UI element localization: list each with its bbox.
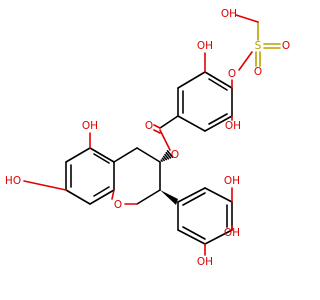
label-o-ester: O <box>171 149 179 161</box>
bond-c3-o-ester-hashed <box>164 153 170 160</box>
b-ring-double-bond <box>182 226 206 240</box>
galloyl-ring-bond <box>177 71 206 89</box>
a-ring-bond <box>89 189 115 205</box>
b-ring-bond <box>204 187 233 203</box>
label-oh-b4: OH <box>224 227 240 239</box>
atom-ho-a7: HO <box>5 175 21 187</box>
b-ring-double-bond <box>182 192 206 206</box>
atom-oh-sulfate-top: OH <box>221 8 237 20</box>
b-ring-bond <box>177 229 206 245</box>
atom-oh-b5: OH <box>197 256 213 268</box>
bond-c3-o-ester-hashed <box>160 159 163 162</box>
bond-layer <box>23 14 281 256</box>
atom-oh-galloyl-right: OH <box>225 120 241 132</box>
atom-oh-b3: OH <box>224 175 240 187</box>
atom-o-sulfate-link: O <box>228 68 236 80</box>
atom-o-carbonyl: O <box>145 120 153 132</box>
bond-o-s <box>238 51 253 71</box>
label-oh-b3: OH <box>224 175 240 187</box>
bond-c3-o-ester-hashed <box>165 151 172 159</box>
label-ho-a7: HO <box>5 175 21 187</box>
atom-oh-a5: OH <box>82 120 98 132</box>
atom-oh-galloyl-left: OH <box>197 40 213 52</box>
bond-c3-o-ester-hashed <box>162 155 168 161</box>
atom-o-sulfate-right: O <box>282 40 290 52</box>
galloyl-ring-bond <box>204 115 233 132</box>
b-ring-bond <box>204 229 233 245</box>
bond-s-oh <box>235 14 259 23</box>
galloyl-ring-double-bond <box>208 113 228 125</box>
bond-carbonyl-ester-o <box>159 129 171 151</box>
c-ring-bond <box>113 147 138 163</box>
bond-c2-b-ring-wedge <box>160 190 178 205</box>
label-oh-a5: OH <box>82 120 98 132</box>
a-ring-double-bond <box>93 186 110 197</box>
molecule-structure: OH S O O O OH OH O O OH HO <box>5 8 290 268</box>
label-o-sulfate-bottom: O <box>254 66 262 78</box>
label-oh-galloyl-right: OH <box>225 120 241 132</box>
c-ring-bond-o <box>111 189 115 200</box>
bond-a7-oh <box>23 180 67 191</box>
atom-oh-b4: OH <box>224 227 240 239</box>
galloyl-ring-bond <box>204 71 233 89</box>
bond-c3-o-ester-hashed <box>161 157 165 162</box>
bond-ring-carbonyl <box>159 115 179 129</box>
atom-label-layer: OH S O O O OH OH O O OH HO <box>5 8 290 268</box>
bond-carbonyl-double <box>153 124 161 129</box>
a-ring-bond <box>65 189 91 205</box>
label-oh-galloyl-left: OH <box>197 40 213 52</box>
a-ring-double-bond <box>93 153 110 164</box>
c-ring-bond <box>136 189 161 205</box>
atom-o-sulfate-bottom: O <box>254 66 262 78</box>
galloyl-ring-bond <box>177 115 206 132</box>
bond-c3-o-ester-hashed <box>166 150 174 158</box>
atom-o-ester: O <box>171 149 179 161</box>
atom-o-ring: O <box>114 199 122 211</box>
label-oh-sulfate-top: OH <box>221 8 237 20</box>
bond-carbonyl-double <box>153 129 161 134</box>
c-ring-bond <box>136 147 161 163</box>
label-oh-b5: OH <box>197 256 213 268</box>
label-o-sulfate-link: O <box>228 68 236 80</box>
galloyl-ring-double-bond <box>208 78 228 91</box>
label-o-carbonyl: O <box>145 120 153 132</box>
a-ring-bond <box>65 147 91 163</box>
b-ring-bond <box>177 187 206 203</box>
a-ring-bond <box>89 147 115 163</box>
atom-s-sulfate: S <box>255 40 262 52</box>
label-o-ring: O <box>114 199 122 211</box>
label-o-sulfate-right: O <box>282 40 290 52</box>
label-s-sulfate: S <box>255 40 262 52</box>
